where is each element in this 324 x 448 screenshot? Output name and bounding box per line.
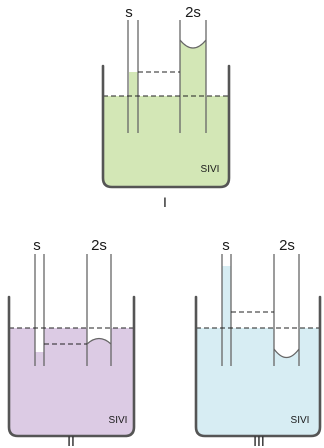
beaker-III: s 2s SIVI III: [194, 237, 322, 448]
beaker-II-tube-2s-bump: [87, 328, 111, 344]
beaker-II: s 2s SIVI II: [7, 237, 136, 448]
beaker-II-tube-s-gap: [35, 328, 44, 352]
beaker-I-tube-2s-liquid: [180, 40, 206, 96]
beaker-I-container: [101, 64, 231, 189]
beaker-II-liquid: [9, 328, 134, 436]
beaker-I-label: I: [163, 194, 167, 210]
beaker-III-tube-2s: [273, 254, 300, 366]
beaker-III-tube-s: [221, 254, 232, 366]
beaker-II-liquid-label: SIVI: [109, 415, 128, 426]
beaker-I: s 2s SIVI I: [101, 4, 231, 210]
beaker-I-tube-2s-meniscus: [179, 39, 207, 49]
beaker-I-tube-2s: [179, 20, 207, 133]
beaker-II-tube-s: [34, 254, 45, 366]
beaker-I-tube-s-liquid: [129, 72, 138, 96]
beaker-I-liquid-label: SIVI: [201, 164, 220, 175]
beaker-II-tube-2s-label: 2s: [91, 237, 107, 254]
beaker-II-container: [7, 295, 136, 438]
beaker-III-container: [194, 295, 322, 438]
beaker-I-tube-s: [127, 20, 139, 133]
beaker-I-liquid: [103, 96, 229, 187]
beaker-I-tube-s-label: s: [125, 4, 133, 21]
beaker-II-label: II: [67, 433, 75, 448]
beaker-III-tube-2s-label: 2s: [279, 237, 295, 254]
beaker-I-tube-2s-label: 2s: [185, 4, 201, 21]
beaker-III-label: III: [253, 433, 265, 448]
beaker-III-liquid-label: SIVI: [291, 415, 310, 426]
beaker-III-tube-s-label: s: [222, 237, 230, 254]
beaker-III-tube-2s-gap: [274, 328, 299, 358]
beaker-III-tube-s-liquid: [222, 266, 231, 328]
beaker-II-tube-2s: [86, 254, 112, 366]
beaker-II-tube-2s-meniscus: [86, 337, 112, 345]
beaker-II-tube-s-label: s: [33, 237, 41, 254]
beaker-III-tube-2s-meniscus: [273, 348, 300, 359]
